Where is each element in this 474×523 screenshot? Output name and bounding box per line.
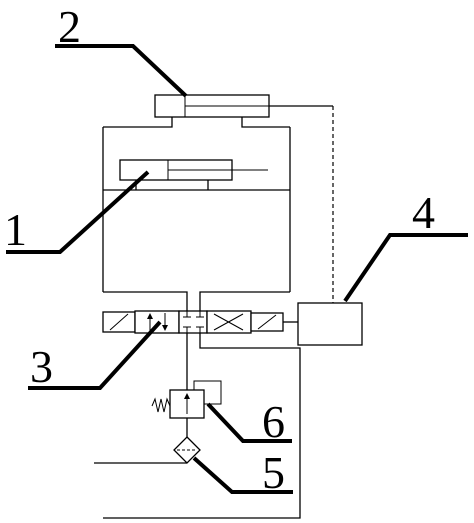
leader-2 (55, 44, 188, 98)
relief-valve-pilot-line (193, 380, 222, 405)
pipe-bottom-left (103, 291, 188, 311)
solenoid-left-mark (109, 313, 129, 331)
controller-4 (297, 106, 363, 346)
label-2: 2 (58, 1, 81, 52)
leader-6 (206, 402, 292, 443)
leader-1 (6, 170, 150, 254)
leader-5 (192, 456, 293, 494)
cylinder-1 (119, 159, 268, 190)
pipe-bottom-right (199, 291, 290, 311)
leader-3 (28, 320, 162, 390)
cylinder-2-port-left (103, 117, 173, 128)
valve-right-cross-2 (213, 313, 244, 331)
valve-envelope-left (134, 310, 180, 334)
label-1: 1 (4, 204, 27, 255)
controller-box (297, 302, 363, 346)
label-6: 6 (262, 396, 285, 447)
lower-pipework (94, 333, 301, 519)
main-pipework (102, 127, 291, 311)
valve-envelope-center (178, 310, 208, 334)
cylinder-2-port-right (241, 117, 290, 128)
component-labels: 2 1 4 3 6 5 (4, 1, 435, 498)
leader-lines (6, 44, 468, 494)
solenoid-right-mark (257, 314, 277, 330)
leader-4 (343, 233, 468, 303)
relief-valve-6 (151, 380, 222, 419)
valve-left-arrow-down-head (162, 325, 168, 331)
relief-valve-spring (151, 397, 171, 413)
directional-valve-3 (102, 310, 298, 334)
label-3: 3 (30, 341, 53, 392)
relief-valve-arrow-head (184, 393, 190, 399)
filter-5 (173, 436, 201, 464)
label-4: 4 (412, 187, 435, 238)
valve-left-arrow-up-head (147, 313, 153, 319)
cylinder-2 (103, 94, 333, 128)
label-5: 5 (262, 447, 285, 498)
pipe-return-line (103, 333, 301, 519)
